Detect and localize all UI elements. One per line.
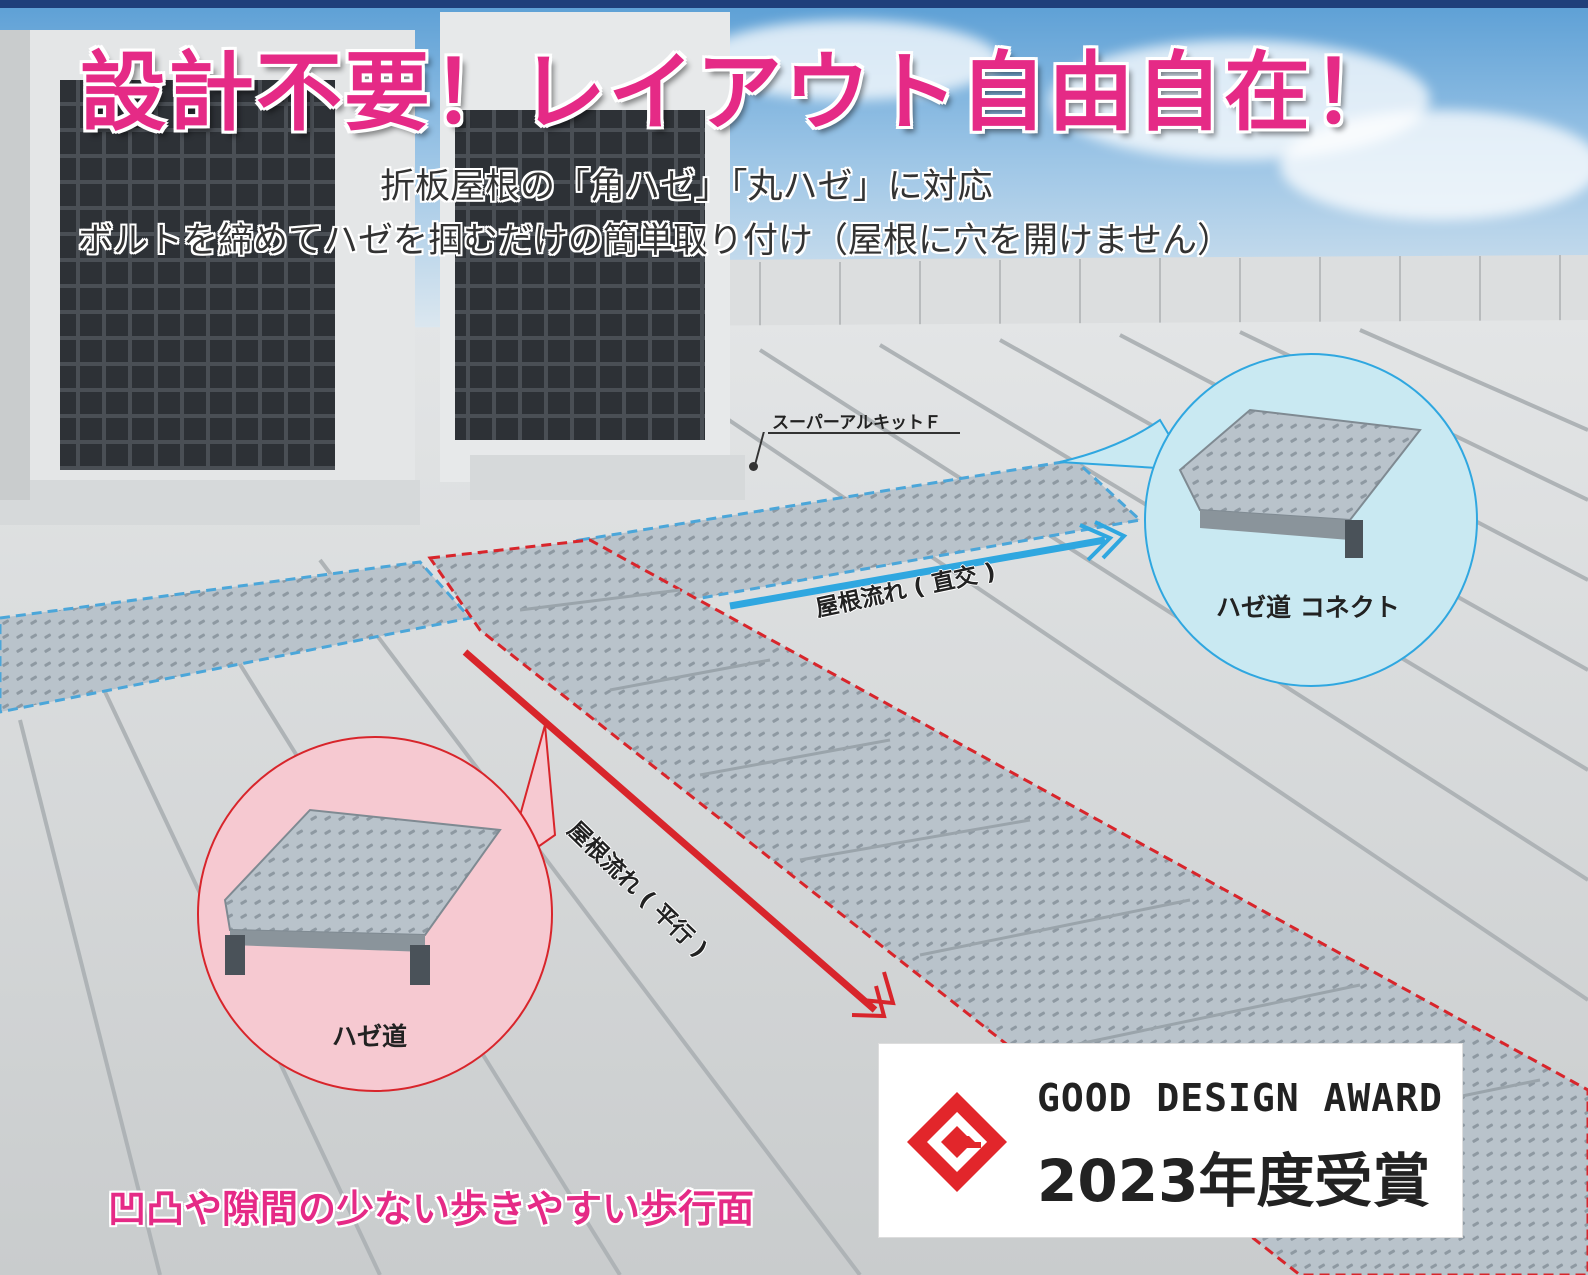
- good-design-g-mark-icon: [907, 1092, 1007, 1192]
- connect-bubble: [1059, 353, 1478, 687]
- award-title: GOOD DESIGN AWARD: [1037, 1076, 1443, 1120]
- walking-surface-note: 凹凸や隙間の少ない歩きやすい歩行面: [108, 1187, 755, 1231]
- kit-label: スーパーアルキットＦ: [772, 413, 941, 433]
- award-year: 2023年度受賞: [1037, 1147, 1431, 1215]
- parapet-wall: [700, 255, 1588, 340]
- subheading-installation: ボルトを締めてハゼを掴むだけの簡単取り付け（屋根に穴を開けません）: [78, 221, 1232, 261]
- headline: 設計不要！レイアウト自由自在！: [80, 43, 1400, 143]
- subheading-seam-types: 折板屋根の「角ハゼ」「丸ハゼ」に対応: [380, 167, 993, 207]
- kit-leader-line: [768, 432, 960, 434]
- flow-arrow-cross: [729, 520, 1128, 610]
- kit-leader-dot: [749, 462, 758, 471]
- ac-unit-right: [440, 12, 745, 500]
- cloud: [700, 20, 1000, 100]
- product-hazemichi-label: ハゼ道: [332, 1022, 408, 1051]
- good-design-award-badge: GOOD DESIGN AWARD 2023年度受賞: [878, 1043, 1463, 1238]
- ac-unit-left: [0, 30, 420, 525]
- hazemichi-bubble: [197, 724, 557, 1092]
- cloud: [1280, 110, 1588, 220]
- product-connect-label: ハゼ道 コネクト: [1216, 593, 1400, 622]
- flow-arrow-parallel: [462, 649, 896, 1019]
- top-bar: [0, 0, 1588, 8]
